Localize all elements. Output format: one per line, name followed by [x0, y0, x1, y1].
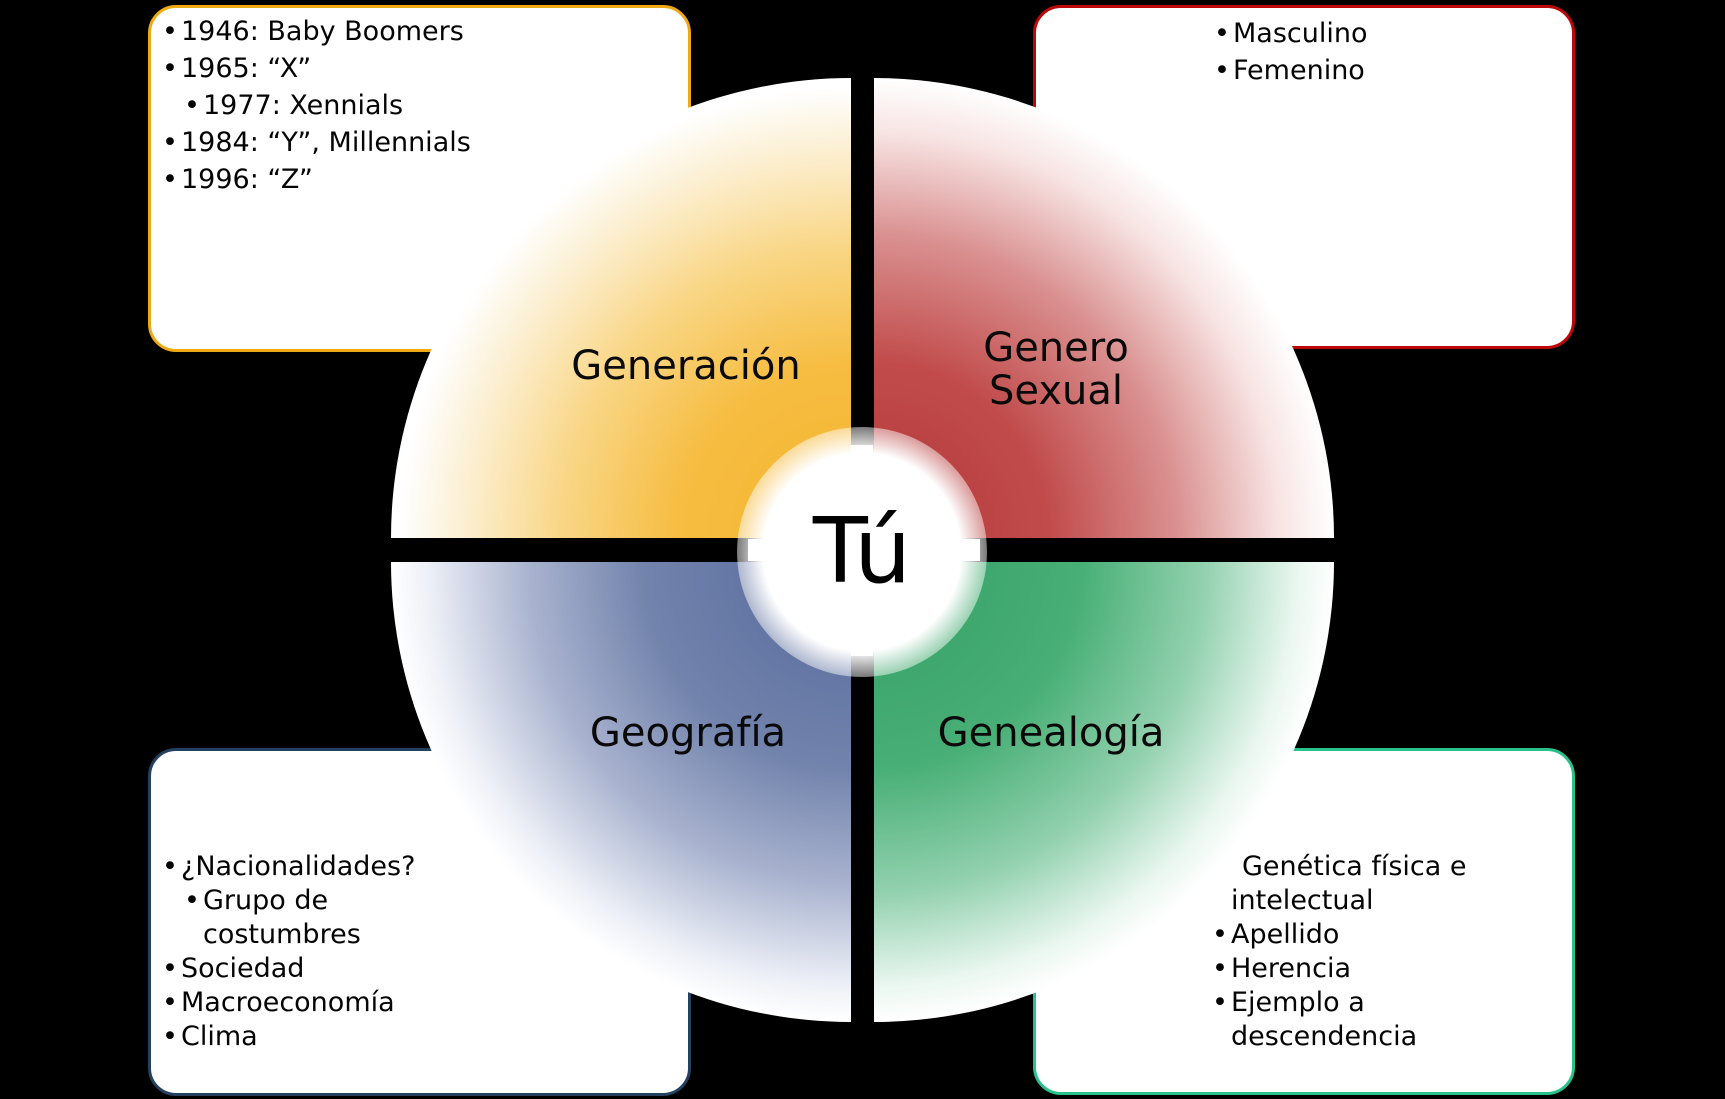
list-item: • Apellido [1212, 918, 1466, 952]
bullet-icon: • [1212, 987, 1228, 1018]
list-item-text: Sociedad [181, 953, 305, 984]
bullet-icon: • [162, 53, 178, 84]
list-item: • 1946: Baby Boomers [162, 13, 471, 50]
bullet-icon: • [1214, 18, 1230, 49]
bullet-icon: • [162, 953, 178, 984]
quadrant-label-geografia: Geografía [589, 710, 787, 756]
bullet-icon: • [162, 164, 178, 195]
list-item: • Grupo de [184, 884, 415, 918]
list-item: • costumbres [184, 918, 415, 952]
center-label: Tú [812, 499, 912, 604]
quadrant-label-genero-line2: Sexual [989, 368, 1123, 414]
quadrant-label-genealogia: Genealogía [937, 710, 1165, 756]
list-item-text: ¿Nacionalidades? [181, 851, 416, 882]
list-item-text: Grupo de [203, 885, 329, 916]
bullet-icon: • [1214, 55, 1230, 86]
list-item-text: Genética física e [1242, 851, 1467, 882]
list-item: • 1977: Xennials [184, 87, 471, 124]
list-item: • intelectual [1212, 884, 1466, 918]
list-item-text: costumbres [203, 919, 361, 950]
bullet-icon: • [184, 90, 200, 121]
list-item: • Genética física e [1212, 850, 1466, 884]
list-item-text: 1996: “Z” [181, 164, 313, 195]
list-item: • Macroeconomía [162, 986, 415, 1020]
list-item-text: Clima [181, 1021, 258, 1052]
list-item-text: Ejemplo a [1231, 987, 1365, 1018]
list-item-text: descendencia [1231, 1021, 1418, 1052]
list-item: • ¿Nacionalidades? [162, 850, 415, 884]
list-item-text: intelectual [1231, 885, 1374, 916]
list-item: • 1965: “X” [162, 50, 471, 87]
list-item: • 1996: “Z” [162, 161, 471, 198]
quadrant-label-genero-line1: Genero [983, 325, 1129, 371]
list-item: • Ejemplo a [1212, 986, 1466, 1020]
list-item: • descendencia [1212, 1020, 1466, 1054]
list-item-text: Herencia [1231, 953, 1352, 984]
list-item-text: Macroeconomía [181, 987, 395, 1018]
quadrant-label-generacion: Generación [571, 343, 801, 389]
bullet-icon: • [184, 885, 200, 916]
list-item-text: Femenino [1233, 55, 1365, 86]
list-item-text: 1984: “Y”, Millennials [181, 127, 471, 158]
list-item-text: Apellido [1231, 919, 1340, 950]
list-item-text: 1965: “X” [181, 53, 312, 84]
list-item: • 1984: “Y”, Millennials [162, 124, 471, 161]
callout-list-genealogia: • Genética física e • intelectual • Apel… [1212, 850, 1466, 1054]
bullet-icon: • [162, 987, 178, 1018]
quadrant-label-genero-sexual: Genero Sexual [983, 327, 1129, 413]
bullet-icon: • [162, 851, 178, 882]
callout-list-geografia: • ¿Nacionalidades? • Grupo de • costumbr… [162, 850, 415, 1054]
list-item: • Clima [162, 1020, 415, 1054]
list-item: • Sociedad [162, 952, 415, 986]
center-circle: Tú [737, 427, 987, 677]
list-item-text: Masculino [1233, 18, 1368, 49]
list-item: • Masculino [1214, 15, 1368, 52]
list-item-text: 1946: Baby Boomers [181, 16, 464, 47]
list-item-text: 1977: Xennials [203, 90, 404, 121]
bullet-icon: • [1212, 953, 1228, 984]
callout-list-generacion: • 1946: Baby Boomers • 1965: “X” • 1977:… [162, 13, 471, 198]
bullet-icon: • [1212, 919, 1228, 950]
callout-list-genero-sexual: • Masculino • Femenino [1214, 15, 1368, 89]
bullet-icon: • [162, 127, 178, 158]
bullet-icon: • [162, 16, 178, 47]
list-item: • Herencia [1212, 952, 1466, 986]
bullet-icon: • [162, 1021, 178, 1052]
list-item: • Femenino [1214, 52, 1368, 89]
